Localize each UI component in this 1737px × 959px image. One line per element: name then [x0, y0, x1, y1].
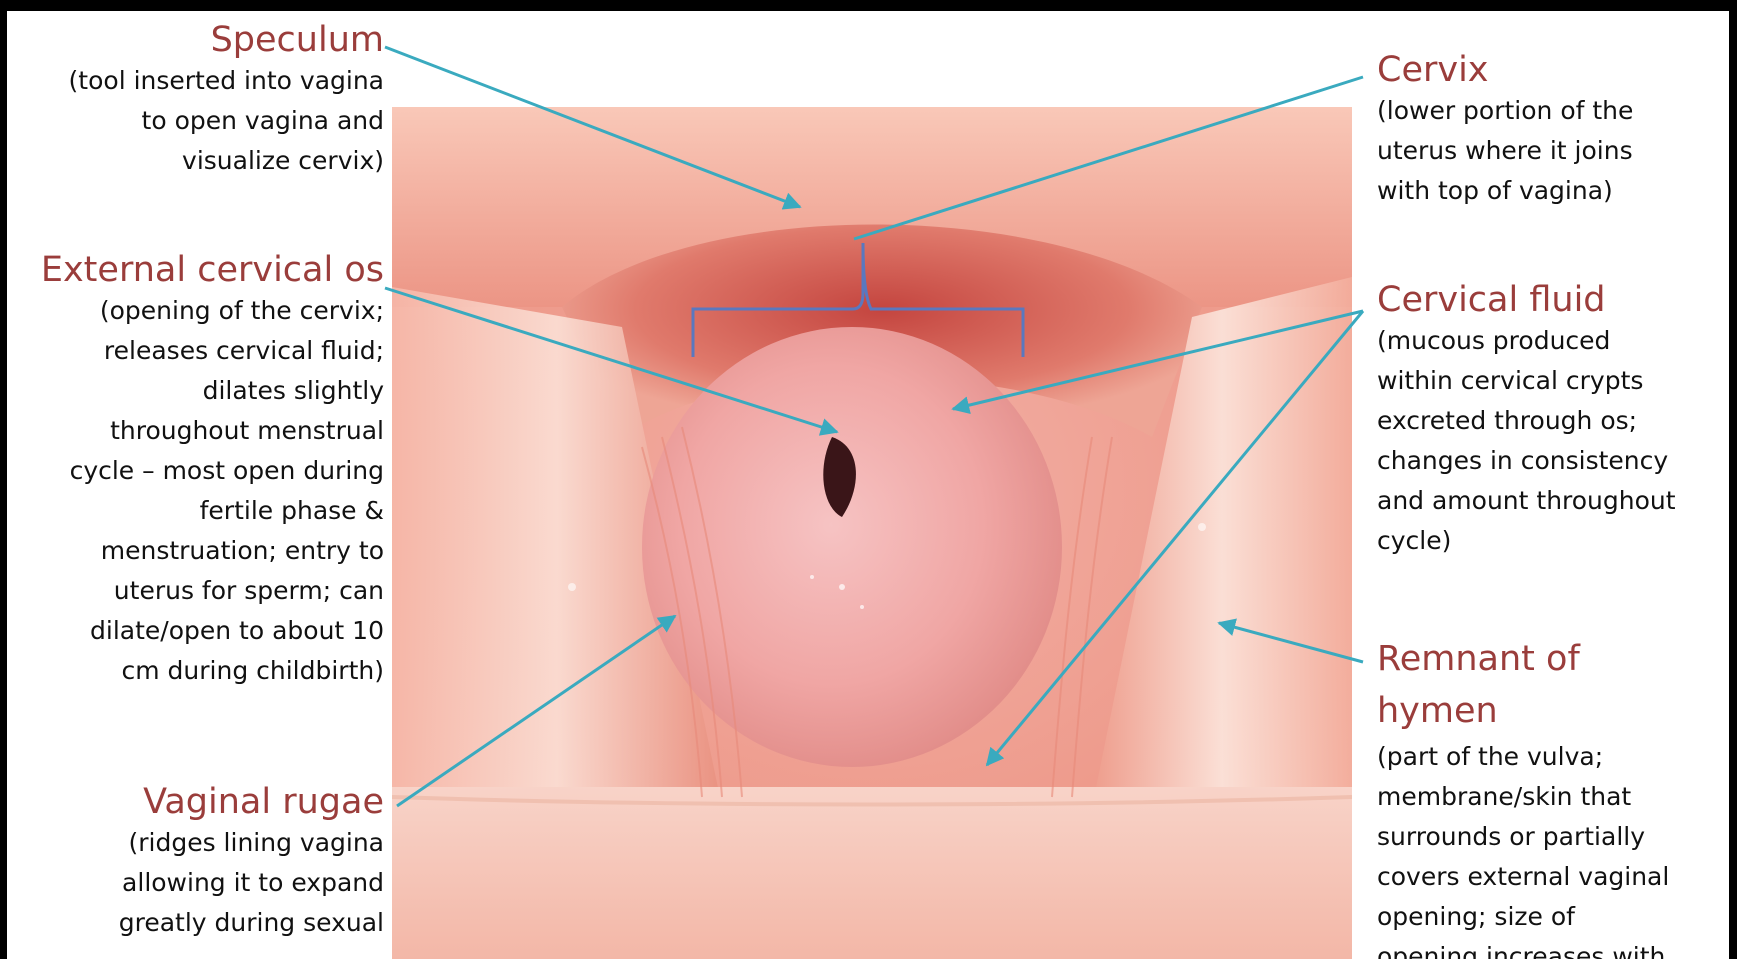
label-description: (lower portion of the uterus where it jo… — [1377, 91, 1633, 211]
label-title: External cervical os — [41, 249, 384, 291]
label-hymen-remnant: Remnant of hymen (part of the vulva; mem… — [1377, 633, 1669, 959]
label-title: Vaginal rugae — [119, 781, 384, 823]
label-external-cervical-os: External cervical os (opening of the cer… — [41, 249, 384, 691]
label-vaginal-rugae: Vaginal rugae (ridges lining vagina allo… — [119, 781, 384, 943]
label-description: (ridges lining vagina allowing it to exp… — [119, 823, 384, 943]
label-cervical-fluid: Cervical fluid (mucous produced within c… — [1377, 279, 1676, 561]
label-title: Remnant of hymen — [1377, 633, 1669, 737]
label-cervix: Cervix (lower portion of the uterus wher… — [1377, 49, 1633, 211]
label-description: (opening of the cervix; releases cervica… — [41, 291, 384, 691]
label-description: (tool inserted into vagina to open vagin… — [69, 61, 384, 181]
slide-canvas: Speculum (tool inserted into vagina to o… — [7, 11, 1729, 959]
label-description: (part of the vulva; membrane/skin that s… — [1377, 737, 1669, 959]
label-description: (mucous produced within cervical crypts … — [1377, 321, 1676, 561]
label-title: Cervix — [1377, 49, 1633, 91]
label-speculum: Speculum (tool inserted into vagina to o… — [69, 19, 384, 181]
label-title: Cervical fluid — [1377, 279, 1676, 321]
label-title: Speculum — [69, 19, 384, 61]
speculum-exam-photo — [392, 107, 1352, 959]
